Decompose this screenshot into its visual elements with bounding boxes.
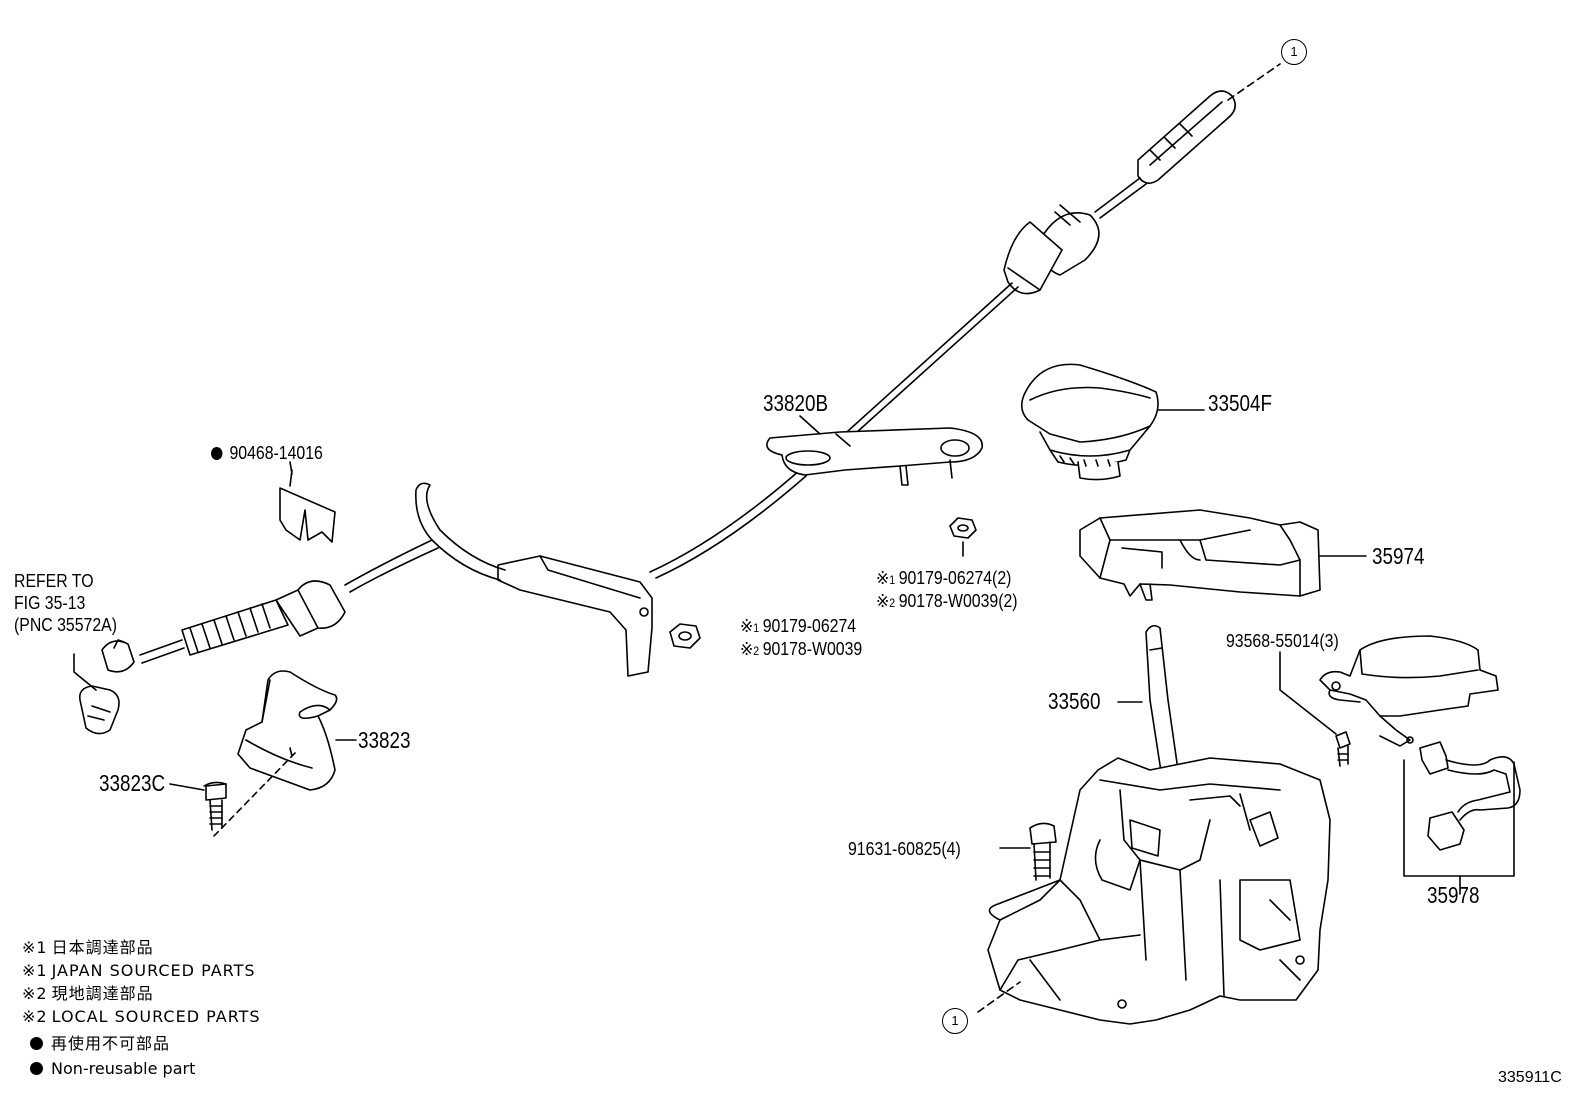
label-35978: 35978 (1427, 882, 1480, 908)
label-refer-line2: FIG 35-13 (14, 593, 86, 613)
label-nut-b-1-text: 90179-06274(2) (898, 568, 1012, 588)
indicator-housing (1079, 509, 1367, 601)
label-nut-a-1-text: 90179-06274 (762, 616, 857, 636)
label-35974: 35974 (1372, 543, 1425, 569)
shift-knob (1020, 363, 1205, 481)
label-nut-b-2-text: 90178-W0039(2) (898, 591, 1018, 611)
label-refer-line3: (PNC 35572A) (14, 615, 118, 635)
legend-line-6: Non-reusable part (30, 1061, 195, 1077)
legend-dot-icon (30, 1037, 43, 1050)
ball-joint (73, 653, 120, 735)
shift-switch (1279, 635, 1521, 895)
label-90468-text: 90468-14016 (229, 443, 323, 463)
shift-cable-lower (101, 482, 653, 677)
bolt-91631 (999, 822, 1057, 881)
label-33823: 33823 (358, 727, 411, 753)
clip-90468 (279, 469, 336, 543)
non-reusable-dot (211, 447, 223, 460)
bolt-33823c (169, 751, 297, 837)
dashed-ref-bottom (977, 981, 1021, 1013)
label-33560: 33560 (1048, 688, 1101, 714)
legend-dot-icon (30, 1062, 43, 1075)
cable-bracket (766, 427, 983, 486)
leader-33820b (799, 415, 821, 435)
dashed-ref-top (1227, 63, 1281, 101)
label-90468: 90468-14016 (211, 444, 323, 462)
circle-ref-top: 1 (1281, 39, 1307, 65)
label-refer-line1: REFER TO (14, 571, 94, 591)
label-91631: 91631-60825(4) (848, 839, 961, 859)
nut-b (949, 517, 977, 557)
shift-lever-assembly (987, 624, 1331, 1025)
label-nut-a-2-text: 90178-W0039 (762, 639, 863, 659)
label-33820b: 33820B (763, 390, 829, 416)
retainer-33823 (237, 670, 338, 791)
label-33504f: 33504F (1208, 390, 1272, 416)
label-93568: 93568-55014(3) (1226, 631, 1339, 651)
shift-cable-upper (649, 90, 1236, 579)
nut-a (669, 623, 701, 649)
label-33823c: 33823C (99, 770, 166, 796)
figure-id: 335911C (1498, 1069, 1562, 1086)
leader-90468 (289, 461, 293, 475)
legend-line-5: 再使用不可部品 (30, 1036, 170, 1052)
circle-ref-bottom: 1 (942, 1008, 968, 1034)
